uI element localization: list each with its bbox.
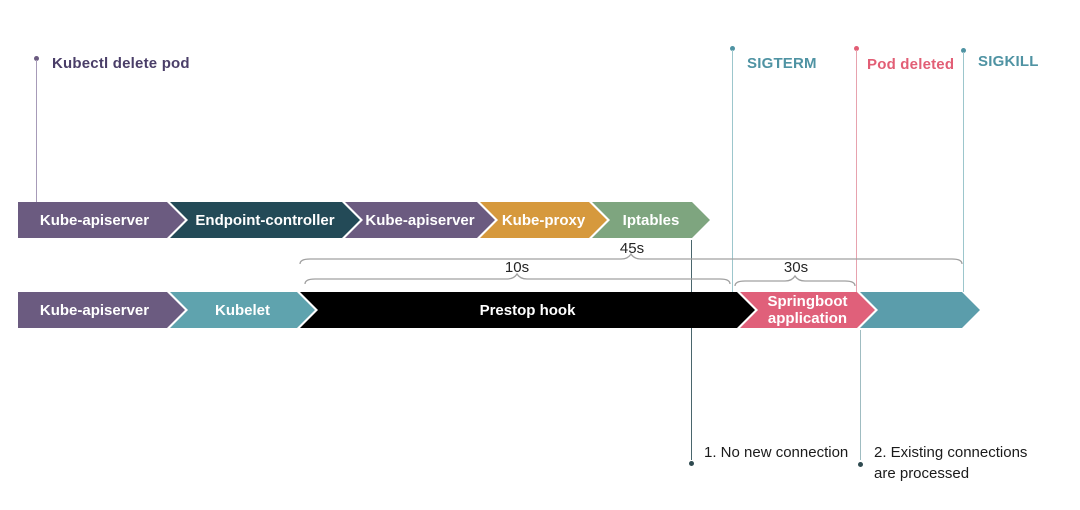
chevron-endpoint-controller: Endpoint-controller: [170, 202, 360, 238]
duration-30s: 30s: [783, 259, 809, 276]
chevron-kube-apiserver-1: Kube-apiserver: [18, 202, 185, 238]
annotation-line-2: are processed: [874, 465, 970, 482]
sigterm-event-line: [731, 50, 733, 292]
kubectl-delete-pod-label: Kubectl delete pod: [52, 55, 190, 72]
kubectl-event-dot: [33, 56, 39, 61]
chevron-kube-proxy: Kube-proxy: [480, 202, 607, 238]
chevron-kube-apiserver-2: Kube-apiserver: [345, 202, 495, 238]
annotation-no-new-connection: 1. No new connection: [704, 444, 849, 461]
pod-deleted-event-line: [855, 50, 857, 292]
chevron-label: Springboot application: [767, 293, 848, 327]
sigkill-event-dot: [960, 48, 966, 53]
chevron-label: Endpoint-controller: [195, 211, 335, 229]
kubectl-event-line: [35, 60, 37, 203]
sigkill-label: SIGKILL: [978, 53, 1039, 70]
chevron-label: Kube-proxy: [501, 211, 586, 229]
chevron-prestop-hook: Prestop hook: [300, 292, 755, 328]
no-new-connection-line: [691, 240, 693, 460]
pod-deleted-label: Pod deleted: [867, 56, 955, 73]
chevron-grace-period: [860, 292, 980, 328]
chevron-iptables: Iptables: [592, 202, 710, 238]
chevron-label: Kube-apiserver: [39, 301, 150, 319]
pod-deleted-event-dot: [853, 46, 859, 51]
chevron-label: Iptables: [622, 211, 680, 229]
brace-30s: [734, 274, 856, 287]
chevron-label: Prestop hook: [479, 301, 576, 319]
sigterm-event-dot: [729, 46, 735, 51]
existing-connections-dot: [857, 462, 863, 467]
existing-connections-line: [859, 330, 861, 460]
annotation-existing-connections: 2. Existing connections are processed: [874, 442, 1027, 484]
annotation-line-1: 2. Existing connections: [874, 444, 1028, 461]
chevron-kubelet: Kubelet: [170, 292, 315, 328]
chevron-label: Kube-apiserver: [365, 211, 475, 229]
chevron-label: Kubelet: [214, 301, 270, 319]
duration-10s: 10s: [504, 259, 530, 276]
sigkill-event-line: [962, 52, 964, 292]
sigterm-label: SIGTERM: [747, 55, 817, 72]
chevron-kube-apiserver-3: Kube-apiserver: [18, 292, 185, 328]
chevron-label: Kube-apiserver: [39, 211, 150, 229]
chevron-springboot-application: Springboot application: [740, 292, 875, 328]
duration-45s: 45s: [619, 240, 645, 257]
no-new-connection-dot: [689, 461, 694, 466]
